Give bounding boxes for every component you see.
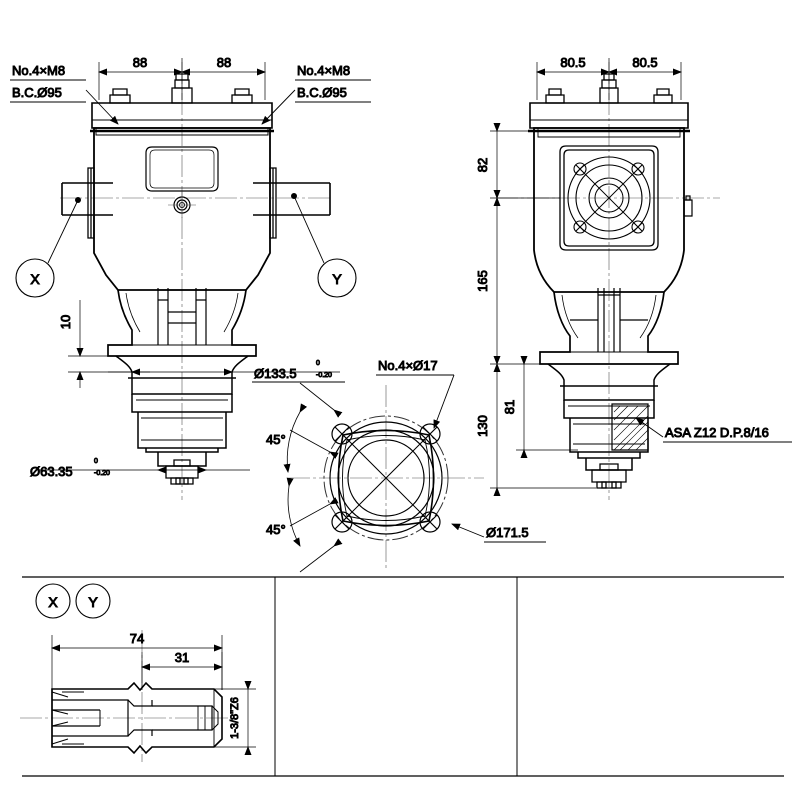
note-no4-dia17-text: No.4×Ø17: [378, 358, 438, 373]
front-view-dimension-88: 88 88: [98, 55, 266, 100]
dimension-130: 130: [475, 415, 490, 437]
detail-mark-x: X: [15, 197, 81, 298]
dimension-82: 82: [475, 158, 490, 172]
dimension-dia-133-5-tol-lower: -0.20: [316, 372, 332, 379]
front-view-dimension-10: 10: [58, 300, 150, 388]
dimension-80-5-left: 80.5: [560, 55, 585, 70]
note-left-line2: B.C.Ø95: [12, 85, 62, 100]
front-view-dimension-dia-133-5: Ø133.5 0 -0.20: [108, 360, 345, 383]
dimension-81: 81: [502, 400, 517, 414]
note-no4-dia17: No.4×Ø17: [376, 358, 455, 429]
dimension-dia-63-35: Ø63.35: [30, 464, 73, 479]
detail-mark-y-label: Y: [332, 271, 342, 287]
dimension-angle-45-upper-text: 45°: [266, 432, 286, 447]
dimension-dia-63-35-tol-lower: -0.20: [94, 470, 110, 477]
note-asa-text: ASA Z12 D.P.8/16: [665, 425, 769, 440]
note-right-line1: No.4×M8: [297, 63, 350, 78]
dimension-dia-133-5-tol-upper: 0: [316, 360, 320, 367]
side-view-geometry: [496, 62, 720, 500]
note-asa-spline: ASA Z12 D.P.8/16: [635, 417, 792, 443]
note-no4-m8-left: No.4×M8 B.C.Ø95: [10, 63, 119, 125]
detail-view-geometry: X Y 74: [20, 583, 256, 762]
front-view-geometry: [60, 62, 331, 500]
dimension-31: 31: [175, 650, 189, 665]
dimension-angle-45-upper: 45°: [266, 382, 343, 473]
bottom-flange-view-geometry: [288, 385, 484, 570]
detail-mark-x-label: X: [30, 271, 40, 287]
dimension-10-label: 10: [58, 315, 73, 329]
detail-mark-y: Y: [291, 193, 357, 298]
side-view-dimension-80-5: 80.5 80.5: [536, 55, 682, 100]
dimension-80-5-right: 80.5: [632, 55, 657, 70]
dimension-165: 165: [475, 270, 490, 292]
dimension-spline-size: 1-3/8"Z6: [229, 697, 241, 739]
detail-mark-y-bottom: Y: [75, 583, 111, 619]
dimension-angle-45-lower: 45°: [266, 477, 343, 573]
detail-mark-x-bottom-label: X: [48, 594, 58, 610]
dimension-dia-133-5: Ø133.5: [254, 366, 297, 381]
dimension-angle-45-lower-text: 45°: [266, 522, 286, 537]
dimension-dia-171-5: Ø171.5: [451, 523, 546, 543]
note-right-line2: B.C.Ø95: [297, 85, 347, 100]
dimension-88-right: 88: [217, 55, 231, 70]
sheet-column-dividers: [274, 577, 518, 776]
front-view-dimension-dia-63-35: Ø63.35 0 -0.20: [30, 458, 250, 480]
dimension-dia-63-35-tol-upper: 0: [94, 458, 98, 465]
dimension-88-left: 88: [133, 55, 147, 70]
note-left-line1: No.4×M8: [12, 63, 65, 78]
dimension-74: 74: [130, 631, 144, 646]
side-view-vertical-dimensions: 82 165 130 81: [475, 123, 596, 496]
note-no4-m8-right: No.4×M8 B.C.Ø95: [261, 63, 371, 125]
detail-mark-y-bottom-label: Y: [88, 594, 98, 610]
dimension-dia-171-5-text: Ø171.5: [486, 525, 529, 540]
detail-mark-x-bottom: X: [35, 583, 71, 619]
sheet-border: [22, 576, 784, 777]
